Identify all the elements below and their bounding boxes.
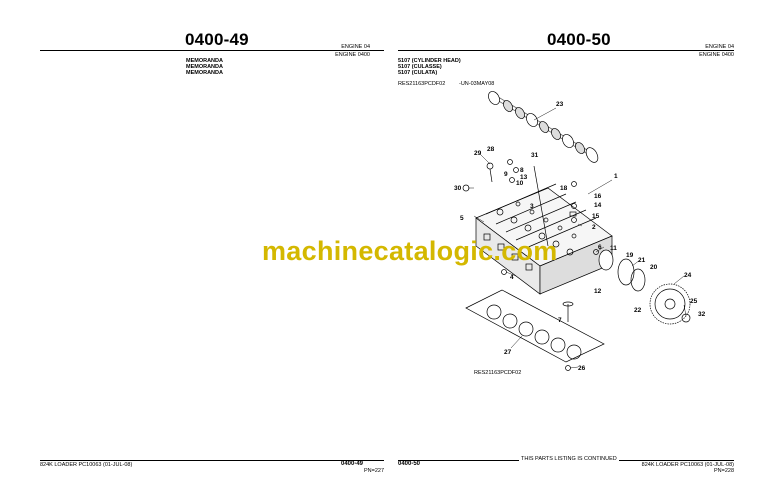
callout-label: 4 bbox=[510, 274, 514, 281]
section-title: 5107 (CULATA) bbox=[398, 70, 438, 76]
callout-label: 13 bbox=[520, 174, 528, 181]
head-gasket-part bbox=[465, 289, 605, 363]
callout-label: 32 bbox=[698, 311, 706, 318]
memoranda-block: MEMORANDA MEMORANDA MEMORANDA bbox=[186, 58, 223, 76]
camshaft-part bbox=[488, 91, 599, 163]
right-header-sub: ENGINE 0400 bbox=[699, 52, 734, 58]
callout-label: 31 bbox=[531, 152, 539, 159]
callout-label: 8 bbox=[520, 167, 524, 174]
callout-label: 30 bbox=[454, 185, 462, 192]
figure-code: RES21163PCDF02 bbox=[474, 370, 522, 376]
callout-label: 18 bbox=[560, 185, 568, 192]
callout-label: 24 bbox=[684, 272, 692, 279]
left-header-rule bbox=[40, 50, 384, 51]
right-footer-info: 824K LOADER PC10063 (01-JUL-08) bbox=[641, 462, 734, 468]
callout-label: 5 bbox=[460, 215, 464, 222]
callout-label: 22 bbox=[634, 307, 642, 314]
callout-label: 7 bbox=[558, 317, 562, 324]
callout-label: 9 bbox=[504, 171, 508, 178]
right-footer-continued: THIS PARTS LISTING IS CONTINUED bbox=[519, 456, 619, 462]
callout-label: 14 bbox=[594, 202, 602, 209]
callout-label: 16 bbox=[594, 193, 602, 200]
callout-label: 29 bbox=[474, 150, 482, 157]
callout-label: 10 bbox=[516, 180, 524, 187]
callout-label: 2 bbox=[592, 224, 596, 231]
callout-label: 23 bbox=[556, 101, 564, 108]
right-page-number: 0400-50 bbox=[547, 30, 611, 49]
fasteners-part bbox=[462, 159, 599, 371]
section-title: 5107 (CULASSE) bbox=[398, 64, 442, 70]
right-footer-sub: PN=228 bbox=[713, 468, 734, 474]
right-header-rule bbox=[398, 50, 734, 51]
watermark-text: machinecatalogic.com bbox=[262, 236, 558, 266]
callout-label: 6 bbox=[598, 244, 602, 251]
callout-labels: 23 1 29 28 31 8 13 9 10 30 18 16 14 5 15… bbox=[454, 101, 706, 372]
left-page-number: 0400-49 bbox=[185, 30, 249, 49]
ref-code: RES21163PCDF02 bbox=[398, 81, 446, 87]
callout-label: 28 bbox=[487, 146, 495, 153]
callout-label: 12 bbox=[594, 288, 602, 295]
callout-label: 19 bbox=[626, 252, 634, 259]
memoranda-line: MEMORANDA bbox=[186, 64, 223, 70]
callout-label: 3 bbox=[530, 203, 534, 210]
section-title: 5107 (CYLINDER HEAD) bbox=[398, 58, 461, 64]
camshaft-gear-part bbox=[617, 258, 691, 325]
leader-lines bbox=[468, 107, 687, 369]
left-footer-rule bbox=[40, 460, 384, 461]
callout-label: 11 bbox=[610, 245, 617, 252]
callout-label: 21 bbox=[638, 257, 646, 264]
callout-label: 26 bbox=[578, 365, 586, 372]
left-header-sub: ENGINE 0400 bbox=[335, 52, 370, 58]
callout-label: 15 bbox=[592, 213, 600, 220]
callout-label: 27 bbox=[504, 349, 512, 356]
left-footer-info: 824K LOADER PC10063 (01-JUL-08) bbox=[40, 462, 133, 468]
section-title-block: 5107 (CYLINDER HEAD) 5107 (CULASSE) 5107… bbox=[398, 58, 461, 76]
memoranda-line: MEMORANDA bbox=[186, 70, 223, 76]
left-header-right: ENGINE 04 bbox=[341, 44, 370, 50]
callout-label: 25 bbox=[690, 298, 698, 305]
left-footer-page: 0400-49 bbox=[341, 461, 364, 467]
callout-label: 1 bbox=[614, 173, 618, 180]
memoranda-line: MEMORANDA bbox=[186, 58, 223, 64]
right-footer-page: 0400-50 bbox=[398, 461, 421, 467]
left-footer-sub: PN=227 bbox=[364, 468, 385, 474]
callout-label: 20 bbox=[650, 264, 658, 271]
ref-date: -UN-03MAY08 bbox=[459, 81, 495, 87]
right-header-right: ENGINE 04 bbox=[705, 44, 734, 50]
cylinder-head-exploded-diagram: 23 1 29 28 31 8 13 9 10 30 18 16 14 5 15… bbox=[454, 91, 706, 372]
